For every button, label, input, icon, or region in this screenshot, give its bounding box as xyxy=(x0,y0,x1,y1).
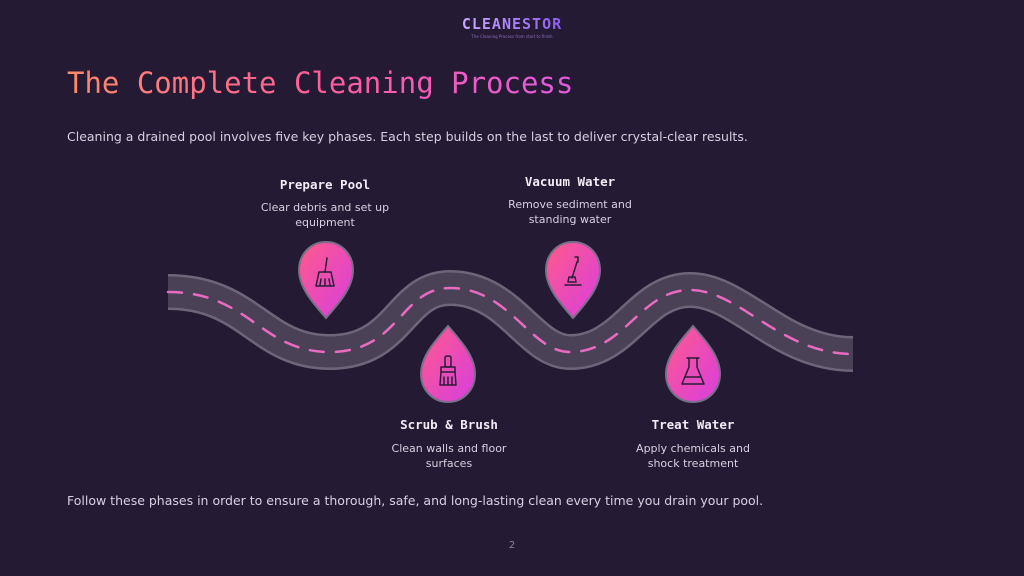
step-vacuum-water: Vacuum Water Remove sediment and standin… xyxy=(490,174,650,227)
step-description: Clean walls and floor surfaces xyxy=(391,442,507,470)
brand-logo: CLEANESTOR The Cleaning Process from sta… xyxy=(0,14,1024,39)
pin-scrub-brush xyxy=(419,324,477,404)
page-title: The Complete Cleaning Process xyxy=(67,66,574,100)
step-prepare-pool: Prepare Pool Clear debris and set up equ… xyxy=(245,177,405,230)
road-center-dashes xyxy=(166,286,855,356)
brand-name: CLEANESTOR xyxy=(461,15,563,33)
flask-icon xyxy=(681,357,705,385)
step-treat-water: Treat Water Apply chemicals and shock tr… xyxy=(613,417,773,471)
intro-text: Cleaning a drained pool involves five ke… xyxy=(67,129,748,144)
page-number: 2 xyxy=(508,540,516,551)
winding-road xyxy=(166,269,855,372)
step-description: Remove sediment and standing water xyxy=(508,198,632,226)
step-scrub-brush: Scrub & Brush Clean walls and floor surf… xyxy=(369,417,529,471)
step-title: Scrub & Brush xyxy=(400,417,498,432)
step-title: Prepare Pool xyxy=(279,177,371,192)
step-description: Clear debris and set up equipment xyxy=(260,201,390,229)
step-description: Apply chemicals and shock treatment xyxy=(636,442,750,470)
pin-vacuum-water xyxy=(544,240,602,320)
vacuum-icon xyxy=(564,256,582,286)
brush-icon xyxy=(439,355,457,386)
broom-icon xyxy=(315,257,335,287)
pin-treat-water xyxy=(664,324,722,404)
step-title: Treat Water xyxy=(651,417,735,432)
pin-prepare-pool xyxy=(297,240,355,320)
step-title: Vacuum Water xyxy=(524,174,616,189)
brand-tagline: The Cleaning Process from start to finis… xyxy=(471,34,553,39)
outro-text: Follow these phases in order to ensure a… xyxy=(67,493,764,508)
